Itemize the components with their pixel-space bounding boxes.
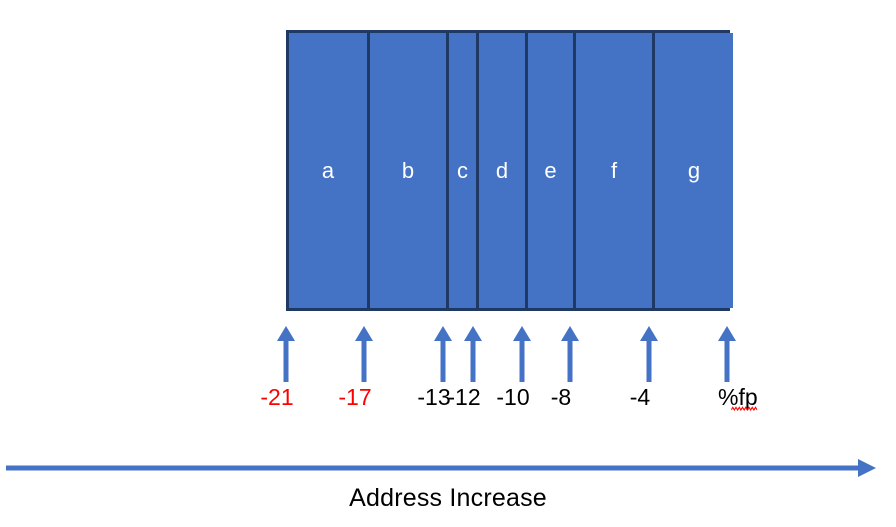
- offset-label: %fp: [717, 384, 758, 412]
- memory-cell-d: d: [476, 33, 525, 308]
- memory-cell-e: e: [525, 33, 573, 308]
- memory-cell-label: d: [495, 157, 509, 183]
- arrow-up-icon: [277, 326, 295, 382]
- memory-cell-b: b: [367, 33, 446, 308]
- memory-cell-label: a: [321, 157, 335, 183]
- memory-block: a b c d e f g: [286, 30, 733, 311]
- offset-label: -12: [447, 384, 481, 410]
- address-increase-label: Address Increase: [349, 484, 547, 512]
- memory-cell-label: g: [687, 157, 701, 183]
- arrow-up-icon: [513, 326, 531, 382]
- arrow-up-icon: [464, 326, 482, 382]
- offset-label: -4: [629, 384, 651, 410]
- spellcheck-squiggle-icon: [730, 406, 757, 412]
- offset-label: -13: [417, 384, 451, 410]
- offset-label: -8: [550, 384, 572, 410]
- offset-label: -17: [338, 384, 372, 410]
- memory-cell-f: f: [573, 33, 652, 308]
- offset-label: -10: [496, 384, 530, 410]
- address-arrow-icon: [6, 459, 876, 477]
- memory-cell-g: g: [652, 33, 733, 308]
- address-increase-axis: [6, 455, 876, 481]
- memory-cell-label: e: [544, 157, 557, 183]
- offset-marker: %fp: [718, 326, 758, 412]
- arrow-up-icon: [434, 326, 452, 382]
- memory-cell-label: c: [457, 157, 468, 183]
- memory-cell-label: f: [610, 157, 618, 183]
- arrow-up-icon: [355, 326, 373, 382]
- offset-label: -21: [260, 384, 294, 410]
- memory-cell-label: b: [401, 157, 415, 183]
- arrow-up-icon: [718, 326, 736, 382]
- arrow-up-icon: [640, 326, 658, 382]
- memory-cell-a: a: [289, 33, 367, 308]
- arrow-up-icon: [561, 326, 579, 382]
- memory-cell-c: c: [446, 33, 476, 308]
